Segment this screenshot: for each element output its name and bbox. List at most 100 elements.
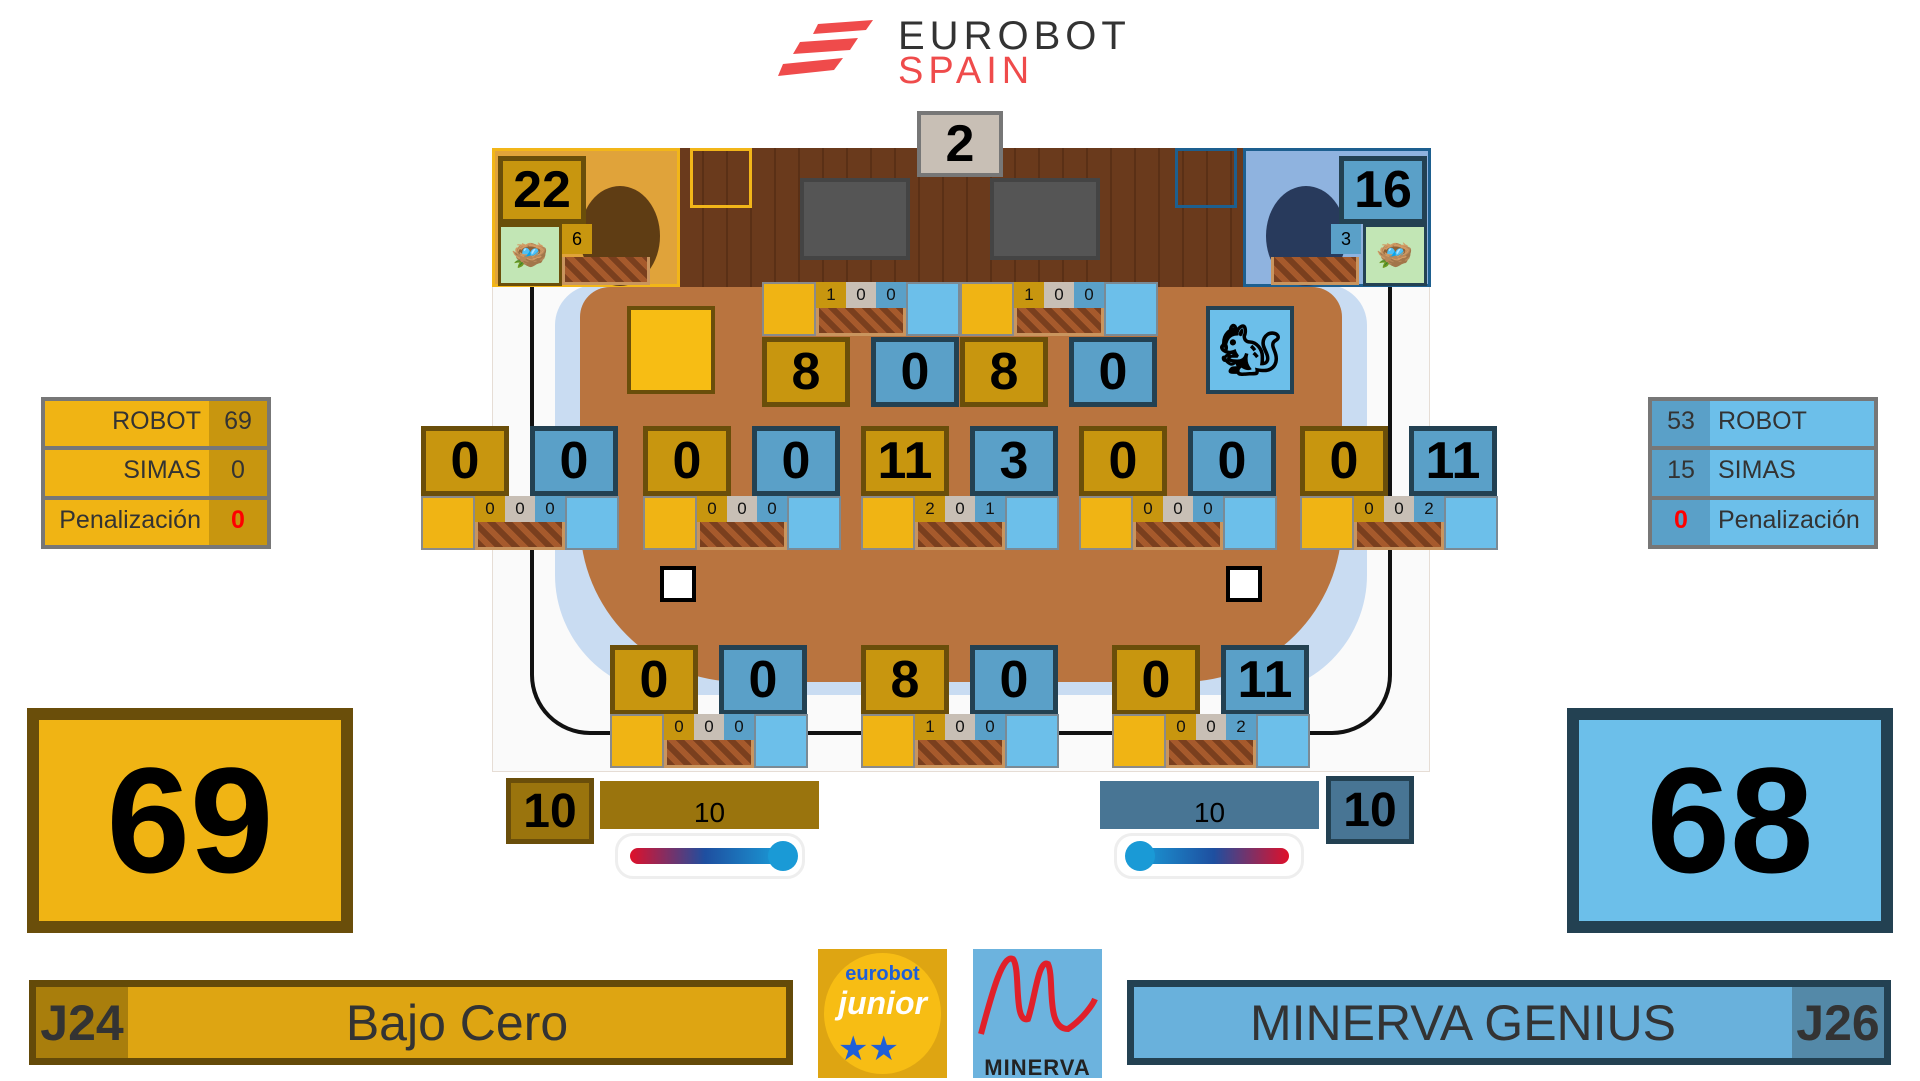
yellow-zone-score: 0 bbox=[1300, 426, 1388, 496]
robot-points: 53 bbox=[1652, 401, 1710, 447]
zone-count: 0 bbox=[1384, 496, 1414, 522]
blue-cell bbox=[754, 714, 808, 768]
zone-count: 0 bbox=[475, 496, 505, 522]
simas-points: 15 bbox=[1652, 450, 1710, 496]
blue-cell bbox=[1223, 496, 1277, 550]
blue-team-name: MINERVA GENIUS bbox=[1249, 994, 1677, 1051]
zone-count: 0 bbox=[535, 496, 565, 522]
zone-count: 0 bbox=[975, 714, 1005, 740]
minerva-logo: MINERVA bbox=[973, 949, 1102, 1080]
yellow-cell bbox=[960, 282, 1014, 336]
blue-thermo-score: 10 bbox=[1326, 776, 1414, 844]
crate-icon bbox=[816, 308, 906, 336]
zone-count: 0 bbox=[1196, 714, 1226, 740]
yellow-cell bbox=[643, 496, 697, 550]
yellow-zone-score: 8 bbox=[960, 337, 1048, 407]
yellow-cell bbox=[861, 496, 915, 550]
zone-count: 1 bbox=[816, 282, 846, 308]
blue-cell bbox=[787, 496, 841, 550]
home-yellow: 22 🪺 6 bbox=[492, 148, 680, 287]
crate-icon bbox=[697, 522, 787, 550]
yellow-cell bbox=[861, 714, 915, 768]
zone-count: 1 bbox=[1014, 282, 1044, 308]
yellow-team-code: J24 bbox=[36, 987, 128, 1058]
crate-icon bbox=[915, 522, 1005, 550]
container-left bbox=[800, 178, 910, 260]
junior-logo-text: eurobot bbox=[845, 963, 920, 985]
home-blue: 16 🪺 3 bbox=[1243, 148, 1431, 287]
zone-count: 0 bbox=[876, 282, 906, 308]
zone-count: 0 bbox=[727, 496, 757, 522]
simas-points: 0 bbox=[209, 450, 267, 496]
yellow-team-bar: J24 Bajo Cero bbox=[29, 980, 793, 1065]
yellow-zone-score: 0 bbox=[610, 645, 698, 715]
blue-cell bbox=[1256, 714, 1310, 768]
blue-cell bbox=[1444, 496, 1498, 550]
penalty-label: Penalización bbox=[45, 499, 209, 545]
yellow-cell bbox=[1300, 496, 1354, 550]
logo-text-eurobot: EUROBOT bbox=[898, 14, 1131, 58]
blue-cell bbox=[1104, 282, 1158, 336]
simas-label: SIMAS bbox=[1710, 450, 1874, 496]
yellow-team-name: Bajo Cero bbox=[345, 994, 569, 1051]
penalty-points: 0 bbox=[1652, 499, 1710, 545]
yellow-cell bbox=[1079, 496, 1133, 550]
zone-count: 0 bbox=[664, 714, 694, 740]
robot-label: ROBOT bbox=[45, 401, 209, 447]
zone-count: 1 bbox=[915, 714, 945, 740]
nest-icon: 🪺 bbox=[498, 224, 562, 286]
robot-points: 69 bbox=[209, 401, 267, 447]
home-blue-score: 16 bbox=[1339, 156, 1427, 224]
zone-count: 0 bbox=[1163, 496, 1193, 522]
zone-count: 0 bbox=[697, 496, 727, 522]
aruco-marker-left bbox=[660, 566, 696, 602]
yellow-zone-score: 11 bbox=[861, 426, 949, 496]
zone-count: 0 bbox=[757, 496, 787, 522]
zone-count: 0 bbox=[505, 496, 535, 522]
blue-cell bbox=[1005, 714, 1059, 768]
blue-zone-score: 3 bbox=[970, 426, 1058, 496]
yellow-zone-score: 8 bbox=[762, 337, 850, 407]
home-yellow-count: 6 bbox=[562, 224, 592, 254]
zone-count: 0 bbox=[846, 282, 876, 308]
yellow-zone-score: 0 bbox=[421, 426, 509, 496]
robot-label: ROBOT bbox=[1710, 401, 1874, 447]
blue-cell bbox=[1005, 496, 1059, 550]
container-right bbox=[990, 178, 1100, 260]
zone-count: 0 bbox=[945, 714, 975, 740]
zone-count: 1 bbox=[975, 496, 1005, 522]
yellow-marker-zone bbox=[690, 148, 752, 208]
blue-total-score: 68 bbox=[1567, 708, 1893, 933]
eurobot-junior-logo: eurobot junior ★★ bbox=[818, 949, 947, 1078]
blue-team-bar: MINERVA GENIUS J26 bbox=[1127, 980, 1891, 1065]
home-yellow-score: 22 bbox=[498, 156, 586, 224]
crate-icon bbox=[664, 740, 754, 768]
zone-count: 0 bbox=[1074, 282, 1104, 308]
crate-icon bbox=[1354, 522, 1444, 550]
yellow-zone-score: 0 bbox=[1112, 645, 1200, 715]
minerva-m-icon bbox=[978, 955, 1098, 1035]
blue-zone-score: 0 bbox=[752, 426, 840, 496]
yellow-cell bbox=[610, 714, 664, 768]
penalty-points: 0 bbox=[209, 499, 267, 545]
blue-cell bbox=[565, 496, 619, 550]
yellow-cell bbox=[421, 496, 475, 550]
logo-text-spain: SPAIN bbox=[898, 50, 1035, 92]
crate-icon bbox=[1166, 740, 1256, 768]
zone-count: 2 bbox=[915, 496, 945, 522]
blue-zone-score: 0 bbox=[1188, 426, 1276, 496]
zone-count: 0 bbox=[1193, 496, 1223, 522]
squirrel-icon: 🐿 bbox=[1206, 306, 1294, 394]
minerva-logo-text: MINERVA bbox=[984, 1055, 1091, 1080]
simas-label: SIMAS bbox=[45, 450, 209, 496]
zone-count: 0 bbox=[1354, 496, 1384, 522]
center-counter: 2 bbox=[917, 111, 1003, 177]
zone-count: 2 bbox=[1226, 714, 1256, 740]
blue-zone-score: 0 bbox=[530, 426, 618, 496]
yellow-thermometer-icon bbox=[615, 833, 805, 879]
junior-logo-subtext: junior bbox=[838, 985, 927, 1021]
yellow-zone-score: 8 bbox=[861, 645, 949, 715]
yellow-zone-score: 0 bbox=[1079, 426, 1167, 496]
